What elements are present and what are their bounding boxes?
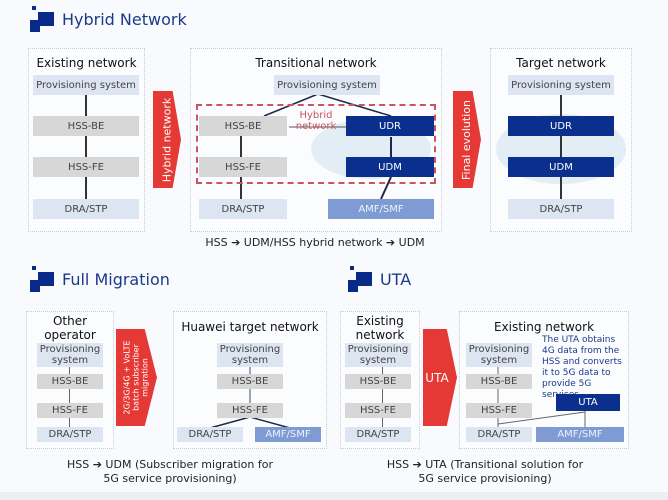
hss-be-node: HSS-BE xyxy=(345,374,411,389)
brand-logo-icon xyxy=(30,6,54,32)
caption-line: HSS ➔ UDM (Subscriber migration for xyxy=(66,458,274,471)
connector-line xyxy=(85,94,87,204)
udm-node: UDM xyxy=(346,157,434,177)
provisioning-system-node: Provisioning system xyxy=(508,75,614,95)
full-migration-caption: HSS ➔ UDM (Subscriber migration for 5G s… xyxy=(30,458,310,486)
hss-fe-node: HSS-FE xyxy=(37,403,103,418)
hss-fe-node: HSS-FE xyxy=(466,403,532,418)
hss-fe-node: HSS-FE xyxy=(217,403,283,418)
amf-smf-node: AMF/SMF xyxy=(328,199,434,219)
section-title-full-migration: Full Migration xyxy=(30,266,170,292)
existing-network-panel: Existing network Provisioning system HSS… xyxy=(28,48,145,232)
hss-be-node: HSS-BE xyxy=(466,374,532,389)
hss-be-node: HSS-BE xyxy=(37,374,103,389)
udm-node: UDM xyxy=(508,157,614,177)
final-evolution-arrow: Final evolution xyxy=(453,91,481,188)
udr-node: UDR xyxy=(508,116,614,136)
uta-existing-network-left-panel: Existing network Provisioning system HSS… xyxy=(340,311,420,449)
hybrid-caption: HSS ➔ UDM/HSS hybrid network ➔ UDM xyxy=(205,236,425,249)
hybrid-network-arrow: Hybrid network xyxy=(153,91,181,188)
hss-fe-node: HSS-FE xyxy=(345,403,411,418)
arrow-label: Hybrid network xyxy=(160,97,173,182)
provisioning-system-node: Provisioning system xyxy=(33,75,139,95)
section-title-hybrid-network: Hybrid Network xyxy=(30,6,187,32)
target-network-panel: Target network Provisioning system UDR U… xyxy=(490,48,632,232)
hss-be-node: HSS-BE xyxy=(199,116,287,136)
panel-title: Existing network xyxy=(355,314,405,342)
arrow-label: UTA xyxy=(425,370,449,385)
provisioning-system-node: Provisioning system xyxy=(345,343,411,367)
arrow-label: 2G/3G/4G + VoLTE batch subscriber migrat… xyxy=(123,340,150,414)
connector-line xyxy=(560,94,562,204)
batch-migration-arrow: 2G/3G/4G + VoLTE batch subscriber migrat… xyxy=(116,329,157,426)
dra-stp-node: DRA/STP xyxy=(508,199,614,219)
panel-title: Existing network xyxy=(36,56,137,70)
section-title-uta: UTA xyxy=(348,266,411,292)
dra-stp-node: DRA/STP xyxy=(33,199,139,219)
hss-be-node: HSS-BE xyxy=(217,374,283,389)
uta-description-note: The UTA obtains 4G data from the HSS and… xyxy=(542,335,622,400)
provisioning-system-node: Provisioning system xyxy=(217,343,283,367)
hss-fe-node: HSS-FE xyxy=(33,157,139,177)
amf-smf-node: AMF/SMF xyxy=(536,427,624,442)
dra-stp-node: DRA/STP xyxy=(199,199,287,219)
huawei-target-network-panel: Huawei target network Provisioning syste… xyxy=(173,311,327,449)
panel-title: Huawei target network xyxy=(181,320,319,334)
uta-arrow: UTA xyxy=(423,329,457,426)
panel-title: Target network xyxy=(516,56,606,70)
dra-stp-node: DRA/STP xyxy=(345,427,411,442)
bottom-bar xyxy=(0,492,668,500)
dra-stp-node: DRA/STP xyxy=(466,427,532,442)
udr-node: UDR xyxy=(346,116,434,136)
connector-line xyxy=(69,362,70,432)
uta-existing-network-right-panel: Existing network Provisioning system HSS… xyxy=(459,311,629,449)
dra-stp-node: DRA/STP xyxy=(177,427,243,442)
brand-logo-icon xyxy=(30,266,54,292)
provisioning-system-node: Provisioning system xyxy=(37,343,103,367)
hss-be-node: HSS-BE xyxy=(33,116,139,136)
panel-title: Transitional network xyxy=(255,56,377,70)
panel-title: Existing network xyxy=(493,320,595,334)
section-title-text: UTA xyxy=(380,269,412,289)
hybrid-network-label: Hybrid network xyxy=(295,110,337,132)
arrow-label-line: migration xyxy=(141,358,150,397)
caption-line: 5G service provisioning) xyxy=(103,472,237,485)
transitional-network-panel: Transitional network Provisioning system… xyxy=(190,48,442,232)
caption-line: 5G service provisioning) xyxy=(418,472,552,485)
other-operator-network-panel: Other operator network Provisioning syst… xyxy=(26,311,114,449)
uta-caption: HSS ➔ UTA (Transitional solution for 5G … xyxy=(340,458,630,486)
arrow-label: Final evolution xyxy=(460,99,473,180)
provisioning-system-node: Provisioning system xyxy=(274,75,380,95)
caption-line: HSS ➔ UTA (Transitional solution for xyxy=(386,458,584,471)
section-title-text: Hybrid Network xyxy=(62,9,187,29)
uta-node: UTA xyxy=(556,394,620,411)
amf-smf-node: AMF/SMF xyxy=(255,427,321,442)
section-title-text: Full Migration xyxy=(62,269,170,289)
hybrid-network-boundary xyxy=(196,104,436,184)
provisioning-system-node: Provisioning system xyxy=(466,343,532,367)
hss-fe-node: HSS-FE xyxy=(199,157,287,177)
brand-logo-icon xyxy=(348,266,372,292)
connector-line xyxy=(382,362,383,432)
dra-stp-node: DRA/STP xyxy=(37,427,103,442)
